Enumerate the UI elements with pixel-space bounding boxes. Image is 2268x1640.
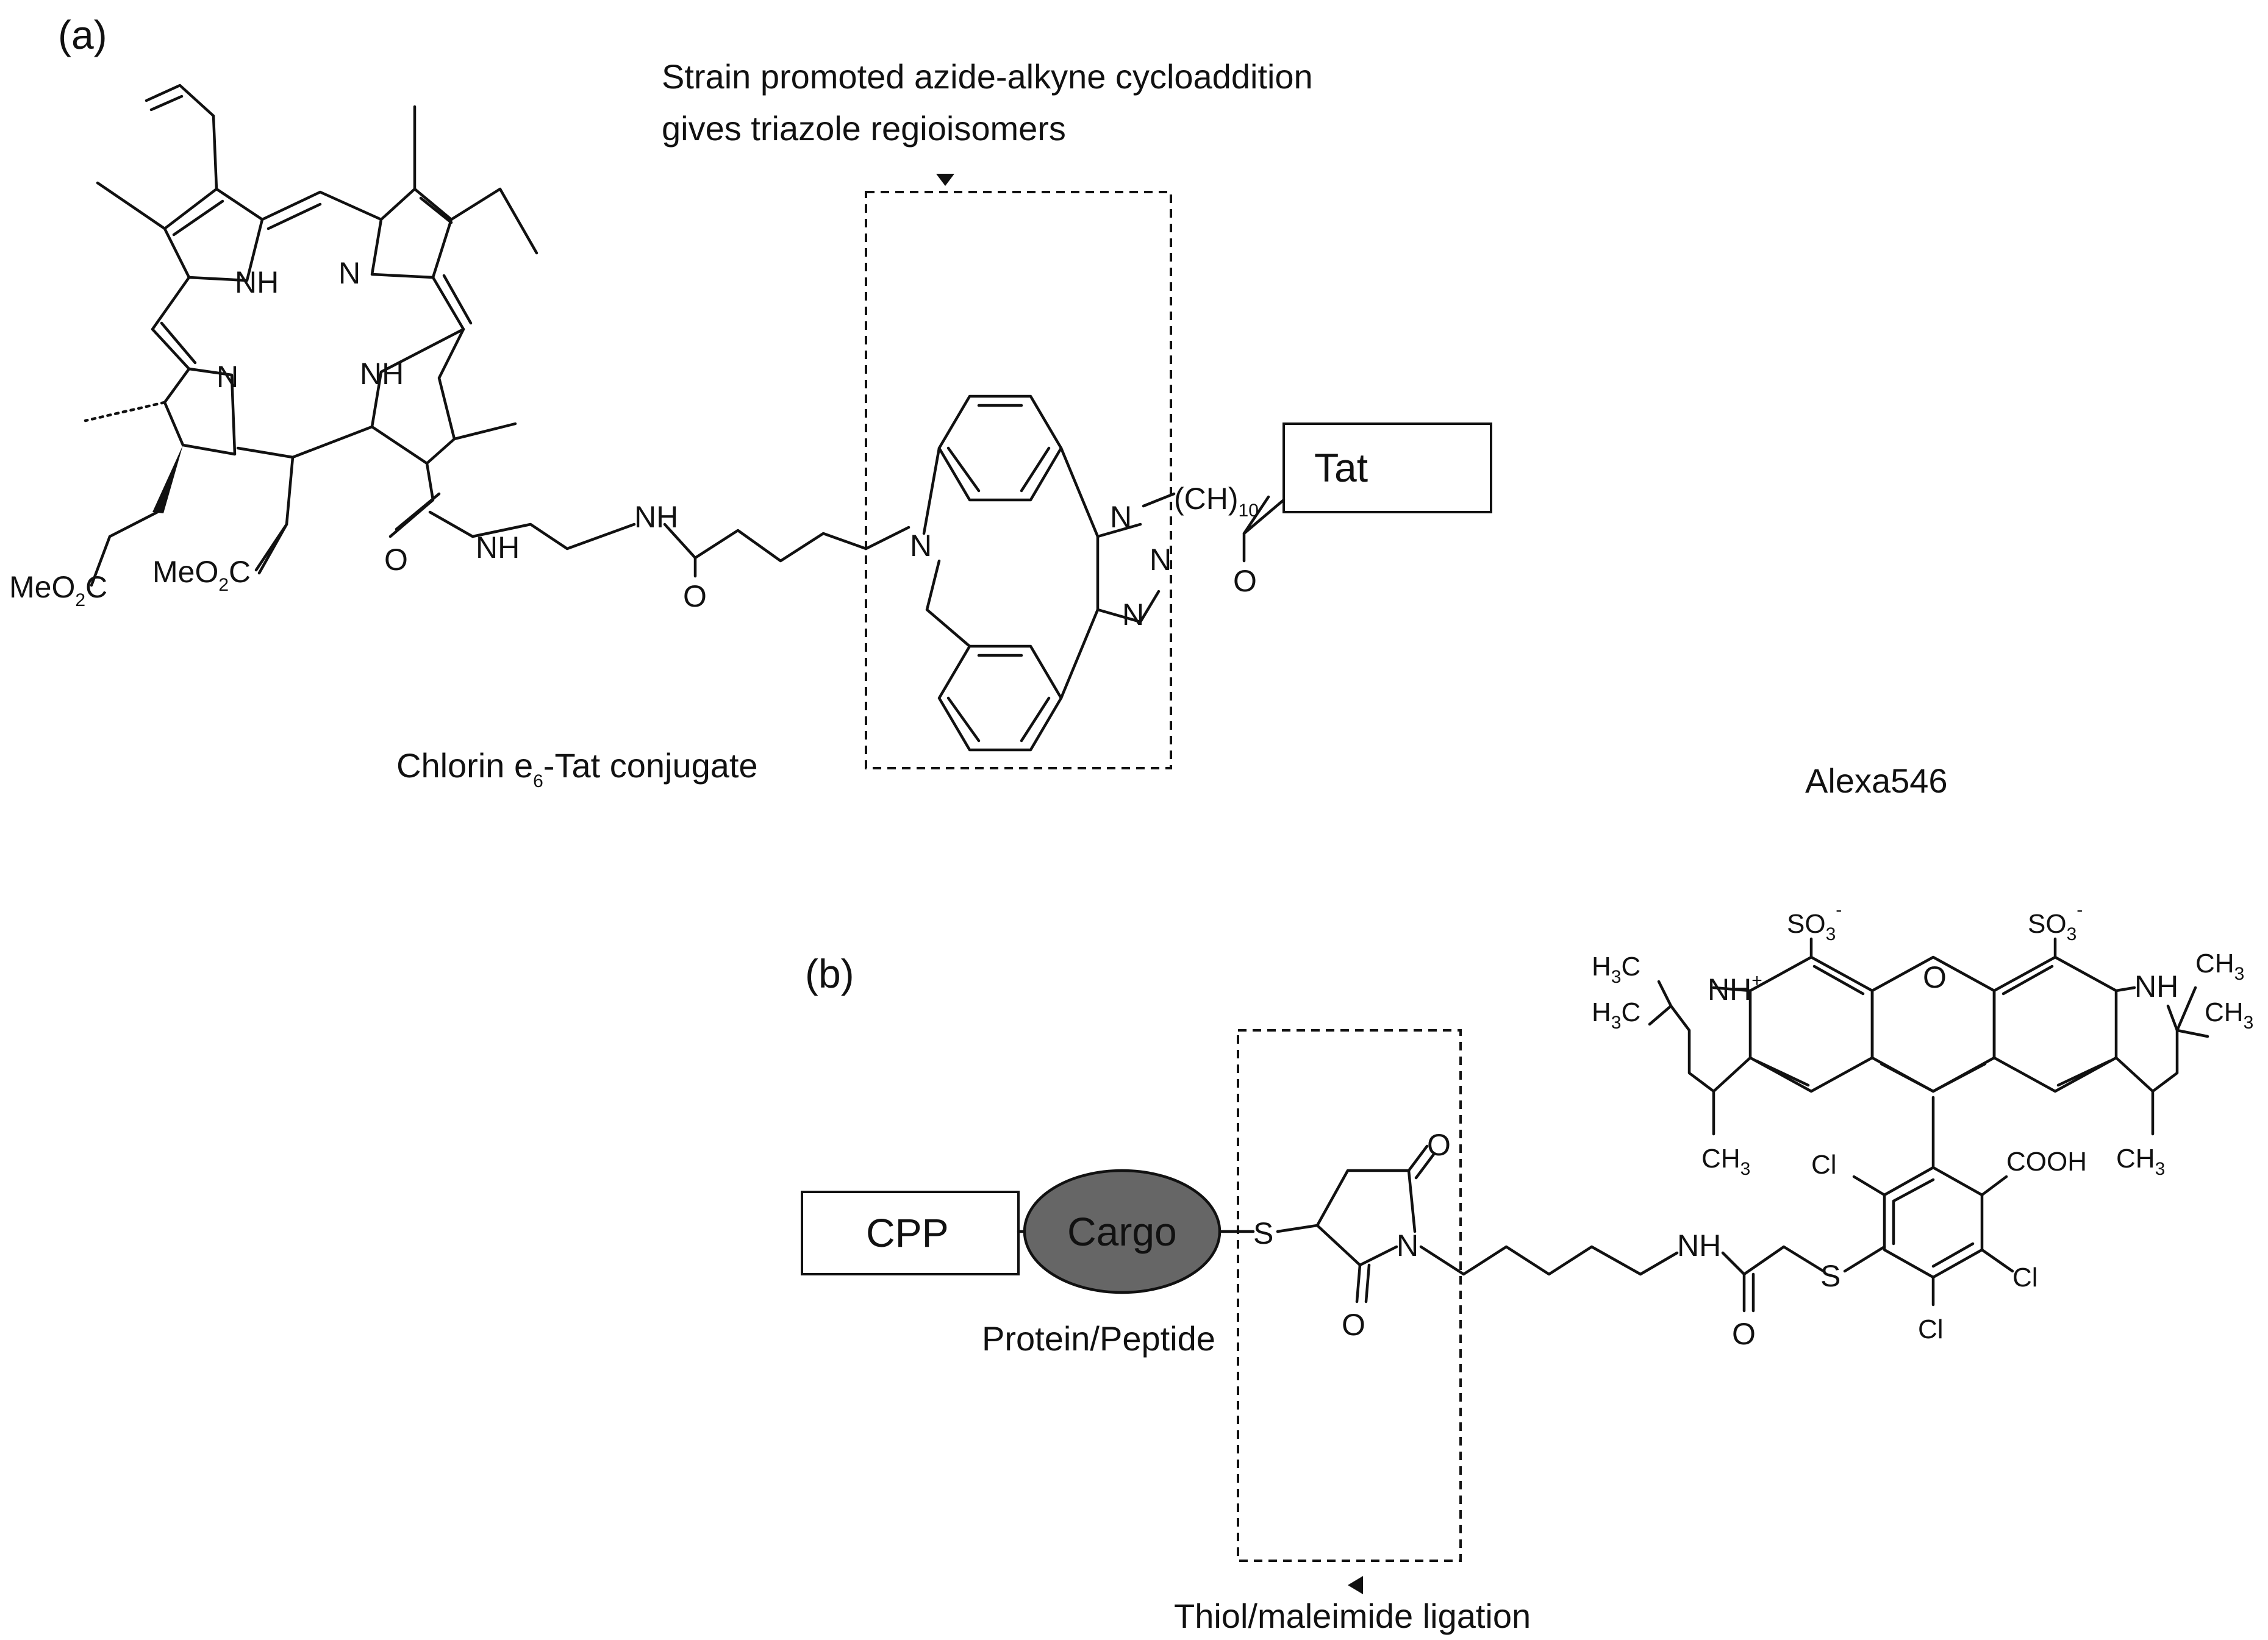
atom-nh-amide-b: NH	[1677, 1228, 1721, 1263]
chlorin-caption: Chlorin e6-Tat conjugate	[396, 746, 758, 791]
atom-n-top: N	[338, 256, 360, 290]
atom-h3c-1: H3C	[1592, 952, 1640, 987]
panel-b-label: (b)	[805, 951, 854, 996]
atom-s-thiol: S	[1253, 1216, 1273, 1250]
atom-meo2c-2: MeO2C	[152, 555, 251, 595]
panel-b: (b) Alexa546 CPP Cargo Protein/Peptide T…	[801, 761, 2253, 1635]
atom-o-xanthene: O	[1923, 960, 1947, 994]
atom-ch3-1: CH3	[1701, 1144, 1750, 1179]
atom-h3c-2: H3C	[1592, 997, 1640, 1033]
atom-nh-amide2: NH	[634, 500, 678, 534]
atom-n-triazole1: N	[1110, 500, 1132, 534]
atom-o-mal-bottom: O	[1342, 1308, 1365, 1342]
dibenzo-triazole-structure: N N N N (CH)10 O	[864, 394, 1286, 752]
atom-n-mal: N	[1397, 1228, 1418, 1263]
ligation-arrow-icon	[1348, 1576, 1363, 1594]
atom-nh-amide1: NH	[476, 530, 520, 565]
atom-ch3-4: CH3	[2116, 1144, 2165, 1179]
atom-nh-plus: NH+	[1708, 971, 1762, 1007]
atom-so3-right: SO3-	[2028, 900, 2083, 944]
atom-ch10: (CH)10	[1174, 482, 1259, 521]
spaac-dashed-box	[865, 191, 1172, 769]
atom-cl-3: Cl	[1918, 1314, 1944, 1344]
spaac-annotation-line1: Strain promoted azide-alkyne cycloadditi…	[662, 57, 1313, 96]
spaac-arrow-icon	[936, 174, 954, 186]
wedge-bond	[152, 445, 183, 513]
atom-so3-left: SO3-	[1787, 900, 1842, 944]
atom-ch3-2: CH3	[2195, 949, 2244, 984]
panel-a: (a) Strain promoted azide-alkyne cycload…	[9, 12, 1492, 791]
cpp-label: CPP	[866, 1210, 949, 1255]
atom-o-amide2: O	[683, 579, 707, 613]
panel-a-label: (a)	[58, 12, 107, 57]
alexa546-caption: Alexa546	[1805, 761, 1948, 800]
atom-nh-top: NH	[235, 265, 279, 299]
maleimide-linker-structure: S O O N NH O S	[1218, 1128, 1886, 1351]
cpp-box: CPP	[801, 1191, 1020, 1275]
atom-cl-1: Cl	[1811, 1150, 1837, 1180]
atom-o-amide-b: O	[1732, 1317, 1756, 1351]
chlorin-e6-structure: NH N N NH MeO2C MeO2C O NH NH O	[9, 84, 868, 613]
atom-n-triazole3: N	[1122, 597, 1144, 632]
atom-o-carbonyl: O	[1233, 564, 1257, 598]
atom-s-thioether: S	[1820, 1259, 1841, 1293]
cargo-ellipse: Cargo	[1023, 1169, 1222, 1294]
cargo-label: Cargo	[1067, 1209, 1177, 1254]
atom-nh-right: NH	[2134, 969, 2178, 1004]
tat-box: Tat	[1282, 422, 1492, 513]
atom-o-mal-top: O	[1427, 1128, 1451, 1162]
atom-cooh: COOH	[2006, 1147, 2087, 1177]
atom-o-amide1: O	[384, 543, 408, 577]
ligation-caption: Thiol/maleimide ligation	[1174, 1597, 1531, 1635]
tat-label: Tat	[1314, 445, 1368, 490]
atom-n-dibenzo: N	[910, 529, 932, 563]
alexa546-structure: Cl COOH Cl Cl O SO3- SO3- NH+	[1592, 900, 2253, 1344]
ligation-dashed-box	[1237, 1029, 1462, 1562]
atom-n-triazole2: N	[1150, 543, 1172, 577]
atom-ch3-3: CH3	[2205, 997, 2253, 1033]
atom-meo2c-1: MeO2C	[9, 570, 107, 610]
protein-peptide-caption: Protein/Peptide	[982, 1319, 1215, 1358]
spaac-annotation-line2: gives triazole regioisomers	[662, 109, 1066, 148]
atom-cl-2: Cl	[2012, 1263, 2038, 1292]
atom-nh-right: NH	[360, 357, 404, 391]
atom-n-left: N	[216, 360, 238, 394]
